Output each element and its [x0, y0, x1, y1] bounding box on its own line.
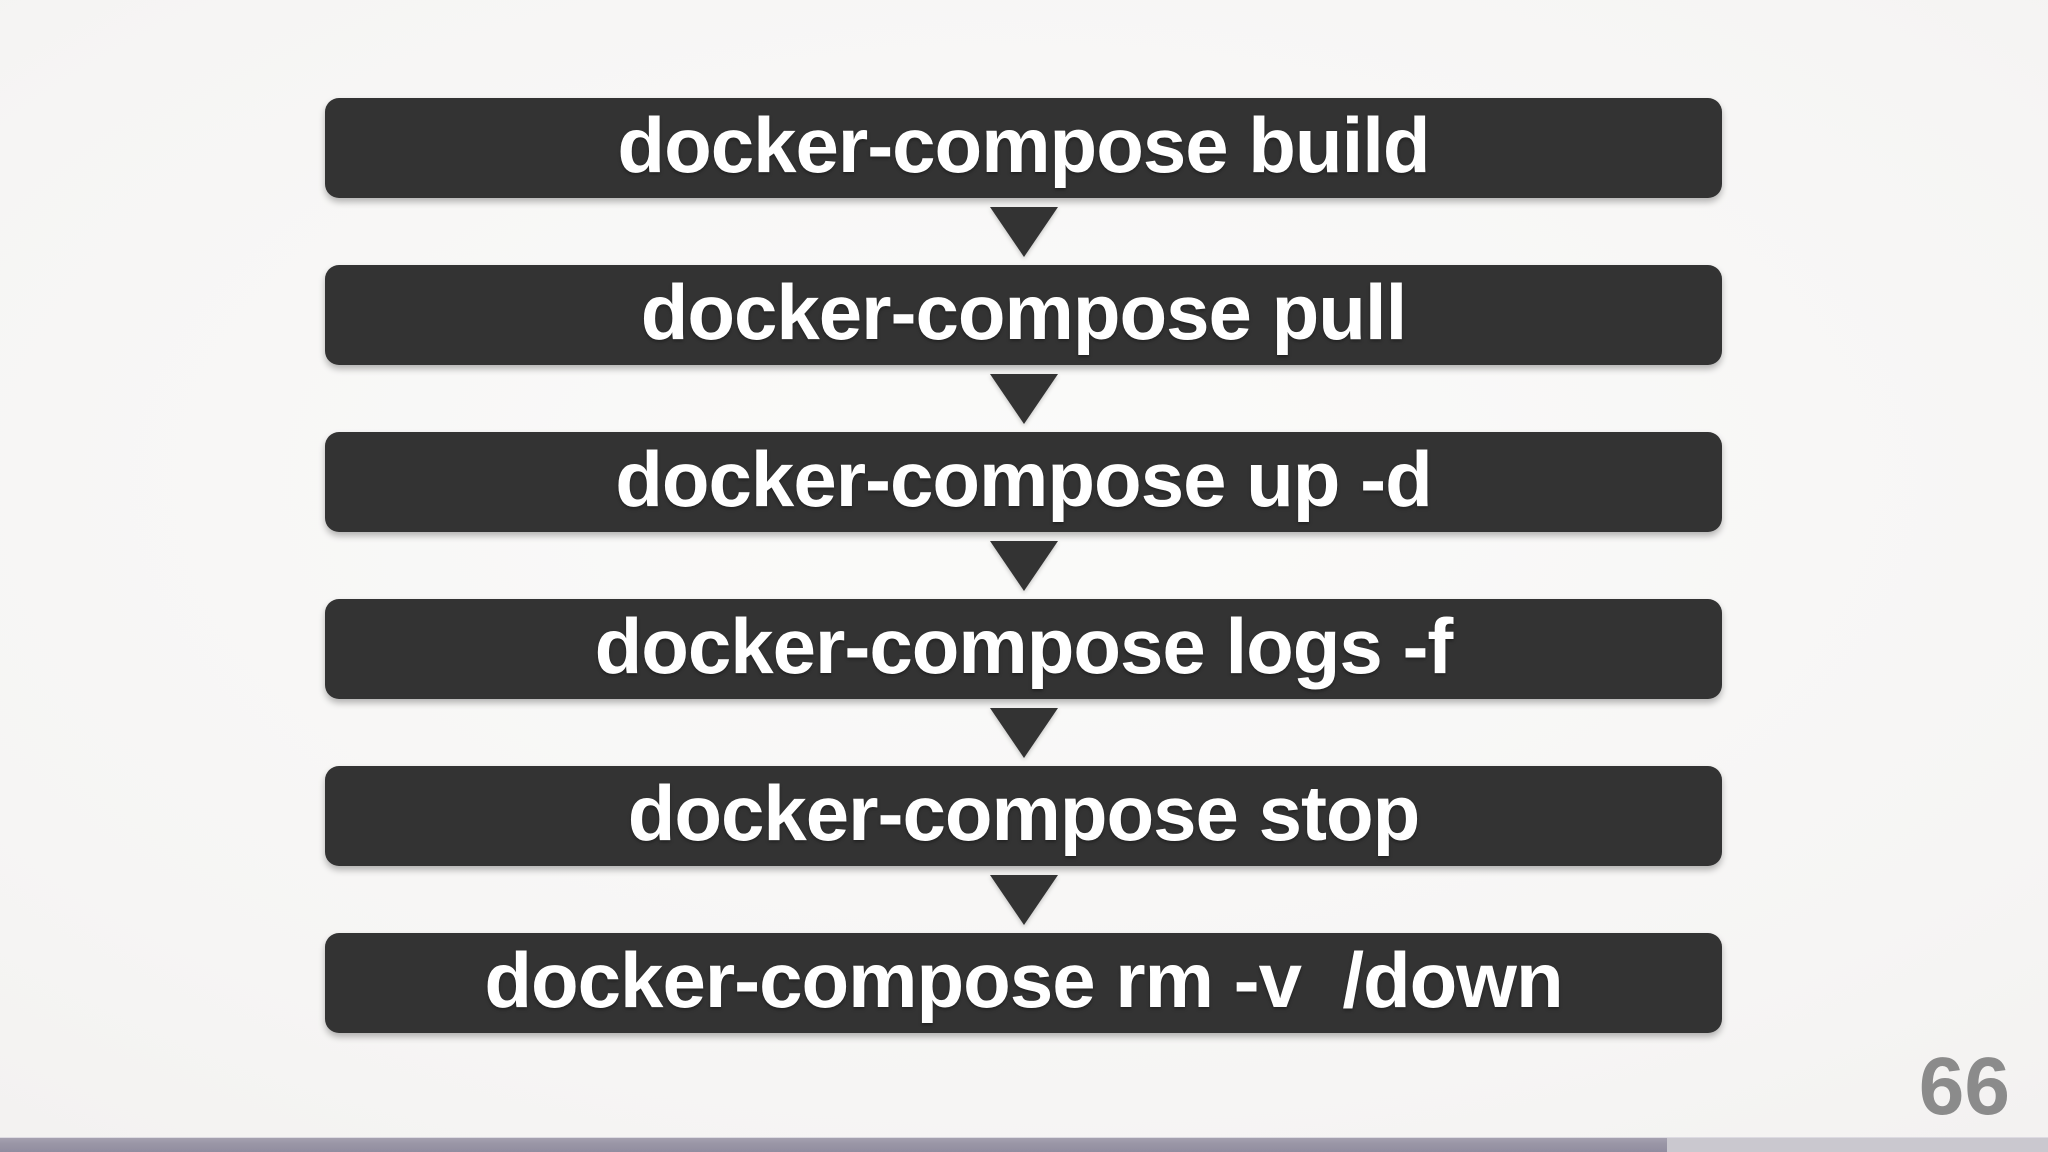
flow-step-label: docker-compose rm -v /down: [484, 936, 1563, 1024]
flow-connector: [325, 866, 1722, 933]
flow-connector: [325, 699, 1722, 766]
arrow-down-icon: [989, 874, 1058, 925]
video-progress-fill: [0, 1138, 1668, 1152]
flow-connector: [325, 532, 1722, 599]
arrow-down-icon: [989, 707, 1058, 758]
docker-compose-flowchart: docker-compose build docker-compose pull…: [325, 98, 1722, 1033]
flow-step-label: docker-compose logs -f: [594, 602, 1454, 690]
flow-connector: [325, 198, 1722, 265]
flow-step-build: docker-compose build: [325, 98, 1722, 198]
flow-step-stop: docker-compose stop: [325, 766, 1722, 866]
flow-step-label: docker-compose stop: [627, 769, 1421, 857]
arrow-down-icon: [989, 373, 1058, 424]
flow-step-label: docker-compose up -d: [615, 435, 1432, 523]
flow-step-rm-down: docker-compose rm -v /down: [325, 933, 1722, 1033]
flow-step-logs: docker-compose logs -f: [325, 599, 1722, 699]
arrow-down-icon: [989, 206, 1058, 257]
video-progress-bar[interactable]: [0, 1137, 2048, 1152]
flow-connector: [325, 365, 1722, 432]
arrow-down-icon: [989, 540, 1058, 591]
flow-step-pull: docker-compose pull: [325, 265, 1722, 365]
flow-step-label: docker-compose pull: [640, 268, 1407, 356]
flow-step-up: docker-compose up -d: [325, 432, 1722, 532]
slide-page-number: 66: [1918, 1041, 2010, 1132]
flow-step-label: docker-compose build: [617, 101, 1430, 189]
